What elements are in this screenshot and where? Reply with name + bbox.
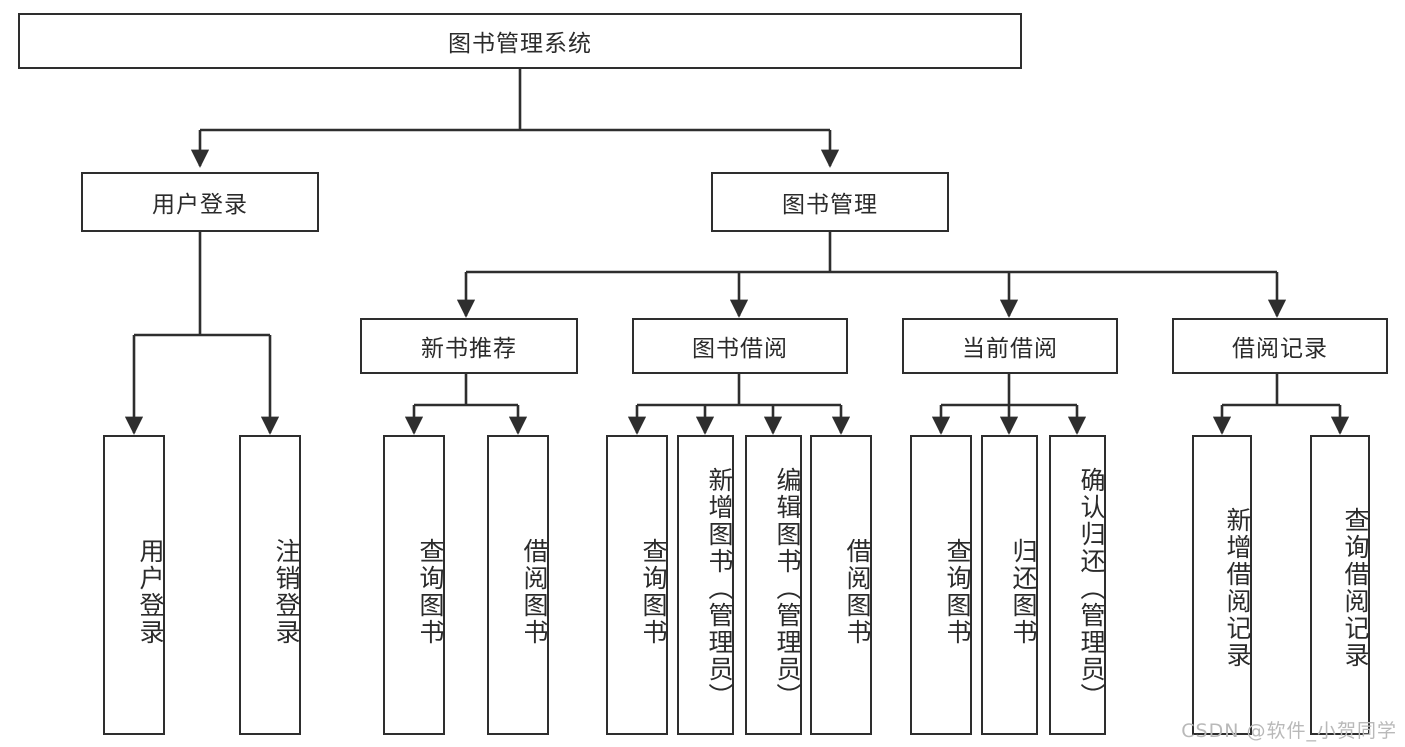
node-label: 新增借阅记录 [1223,507,1252,669]
leaf-return-book[interactable]: 归还图书 [981,435,1038,735]
node-book-borrowing[interactable]: 图书借阅 [632,318,848,374]
node-label: 图书管理系统 [448,31,592,57]
node-label: 图书管理 [782,192,878,218]
leaf-query-book-recommendation[interactable]: 查询图书 [383,435,445,735]
node-label: 图书借阅 [692,336,788,362]
node-new-book-recommendation[interactable]: 新书推荐 [360,318,578,374]
leaf-add-book-admin[interactable]: 新增图书（管理员） [677,435,734,735]
node-label: 用户登录 [136,538,165,646]
node-current-borrowing[interactable]: 当前借阅 [902,318,1118,374]
leaf-query-book-current[interactable]: 查询图书 [910,435,972,735]
node-book-management[interactable]: 图书管理 [711,172,949,232]
node-label: 当前借阅 [962,336,1058,362]
leaf-edit-book-admin[interactable]: 编辑图书（管理员） [745,435,802,735]
leaf-query-book-borrowing[interactable]: 查询图书 [606,435,668,735]
node-label: 查询图书 [416,538,445,646]
node-root-book-management-system[interactable]: 图书管理系统 [18,13,1022,69]
node-label: 借阅图书 [843,538,872,646]
leaf-borrow-book-recommendation[interactable]: 借阅图书 [487,435,549,735]
leaf-logout[interactable]: 注销登录 [239,435,301,735]
node-label: 编辑图书（管理员） [773,466,802,710]
node-label: 查询图书 [639,538,668,646]
node-label: 用户登录 [152,192,248,218]
node-label: 查询图书 [943,538,972,646]
node-label: 查询借阅记录 [1341,507,1370,669]
csdn-watermark: CSDN @软件_小贺同学 [1181,720,1397,742]
node-user-login[interactable]: 用户登录 [81,172,319,232]
node-label: 新书推荐 [421,336,517,362]
leaf-user-login[interactable]: 用户登录 [103,435,165,735]
leaf-confirm-return-admin[interactable]: 确认归还（管理员） [1049,435,1106,735]
node-label: 注销登录 [272,538,301,646]
node-label: 新增图书（管理员） [705,466,734,710]
node-borrow-records[interactable]: 借阅记录 [1172,318,1388,374]
node-label: 借阅记录 [1232,336,1328,362]
node-label: 借阅图书 [520,538,549,646]
leaf-borrow-book-borrowing[interactable]: 借阅图书 [810,435,872,735]
node-label: 归还图书 [1009,538,1038,646]
leaf-query-borrow-record[interactable]: 查询借阅记录 [1310,435,1370,735]
leaf-add-borrow-record[interactable]: 新增借阅记录 [1192,435,1252,735]
node-label: 确认归还（管理员） [1077,466,1106,710]
